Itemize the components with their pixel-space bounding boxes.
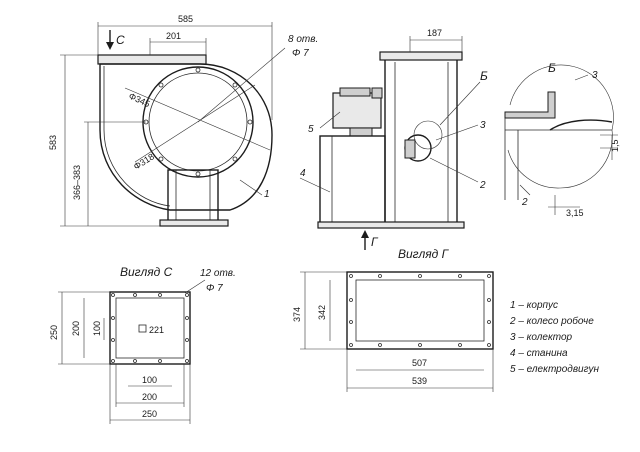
holes-8-label: 8 отв. [288,34,318,45]
view-g-title: Вигляд Г [398,247,450,261]
scroll-housing [99,63,273,211]
view-c-title: Вигляд С [120,265,173,279]
legend-item-4: 4 – станина [510,348,568,359]
rect-flange-inner [355,279,485,342]
rect-bolt-holes [349,274,491,347]
housing-inner-edge [103,66,171,207]
side-base [317,221,465,229]
detail-b [504,64,618,215]
mark-view-c: С [116,33,125,47]
mark-2-side: 2 [479,180,486,191]
holes-12-diameter: Φ 7 [206,283,223,294]
square-bolt-holes [111,293,189,363]
mark-1: 1 [264,189,270,200]
side-view [299,36,481,250]
mark-3-detail: 3 [592,70,598,81]
support-frame [167,169,219,223]
dim-221: 221 [149,325,164,335]
dim-1-5: 1,5 [610,139,620,152]
dim-250-horizontal: 250 [142,409,157,419]
side-housing [384,54,458,226]
mark-b-detail: Б [548,61,556,75]
view-c-drawing [58,279,206,424]
dim-187: 187 [427,28,442,38]
mark-5: 5 [308,124,314,135]
legend-item-5: 5 – електродвигун [510,364,600,375]
stand [319,135,386,225]
dim-366-383: 366–383 [72,165,82,200]
side-outlet-flange [379,51,463,61]
square-symbol [138,324,147,333]
flange-bolt-holes [143,67,253,177]
dim-583: 583 [48,135,58,150]
legend-item-3: 3 – колектор [510,332,573,343]
view-g-drawing [300,271,494,392]
dim-d318: Φ318 [132,151,156,171]
rect-flange-outer [346,271,494,350]
mark-3-side: 3 [480,120,486,131]
square-flange-inner [115,297,185,359]
base-plate [159,219,229,227]
dim-250-vertical: 250 [49,325,59,340]
dim-374: 374 [292,307,302,322]
dim-201: 201 [166,31,181,41]
inlet-flange-inner [148,72,248,172]
holes-12-label: 12 отв. [200,268,236,279]
mark-4: 4 [300,168,306,179]
detail-outline [507,64,614,189]
mark-view-g: Г [371,235,379,249]
dim-100-vertical: 100 [92,321,102,336]
legend-item-2: 2 – колесо робоче [509,315,594,327]
holes-8-diameter: Φ 7 [292,48,309,59]
dim-200-vertical: 200 [71,321,81,336]
dim-342: 342 [317,305,327,320]
dim-539: 539 [412,376,427,386]
outlet-flange [97,54,207,65]
dim-200-horizontal: 200 [142,392,157,402]
square-flange-outer [109,291,191,365]
legend-item-1: 1 – корпус [510,300,558,311]
mark-2-detail: 2 [521,197,528,208]
dim-507: 507 [412,358,427,368]
front-view [60,22,286,227]
mark-b-side: Б [480,69,488,83]
dim-d345: Φ345 [127,91,151,109]
dim-100-horizontal: 100 [142,375,157,385]
dim-585: 585 [178,14,193,24]
dim-3-15: 3,15 [566,208,584,218]
